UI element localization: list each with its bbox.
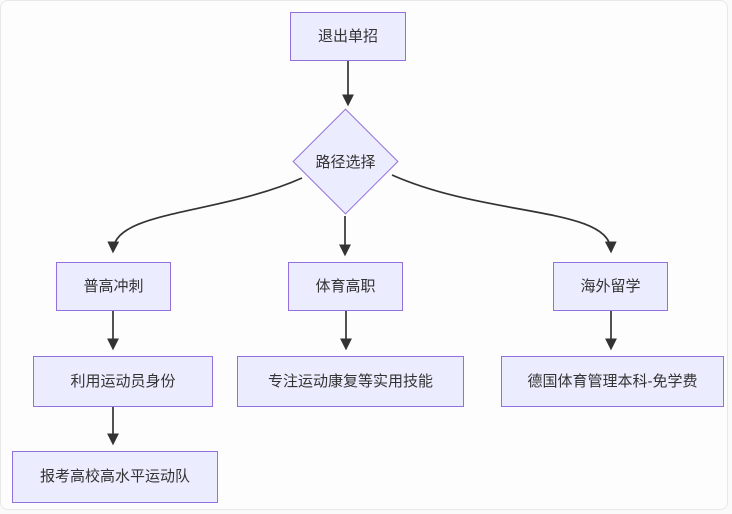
node-label: 海外留学 bbox=[580, 277, 641, 295]
node-overseas-study: 海外留学 bbox=[553, 262, 668, 311]
node-regular-highschool-sprint: 普高冲刺 bbox=[56, 262, 171, 311]
node-sports-vocational: 体育高职 bbox=[288, 262, 403, 311]
edge-choice-to-overseas bbox=[391, 174, 617, 254]
node-exit-single-recruit: 退出单招 bbox=[290, 12, 406, 61]
node-label: 专注运动康复等实用技能 bbox=[267, 372, 433, 390]
edge-choice-to-gaokao bbox=[107, 177, 303, 254]
node-university-sports-team: 报考高校高水平运动队 bbox=[12, 451, 218, 503]
node-label: 退出单招 bbox=[317, 27, 378, 45]
node-label: 路径选择 bbox=[315, 154, 376, 171]
node-label: 体育高职 bbox=[315, 277, 376, 295]
node-germany-sports-management: 德国体育管理本科-免学费 bbox=[501, 356, 724, 407]
node-label: 利用运动员身份 bbox=[70, 372, 176, 390]
node-label: 报考高校高水平运动队 bbox=[39, 468, 190, 485]
node-path-choice-label: 路径选择 bbox=[293, 139, 398, 184]
node-label: 普高冲刺 bbox=[83, 277, 144, 295]
node-label: 德国体育管理本科-免学费 bbox=[527, 372, 698, 390]
node-use-athlete-identity: 利用运动员身份 bbox=[33, 356, 213, 407]
node-sports-rehab-skills: 专注运动康复等实用技能 bbox=[237, 356, 464, 407]
